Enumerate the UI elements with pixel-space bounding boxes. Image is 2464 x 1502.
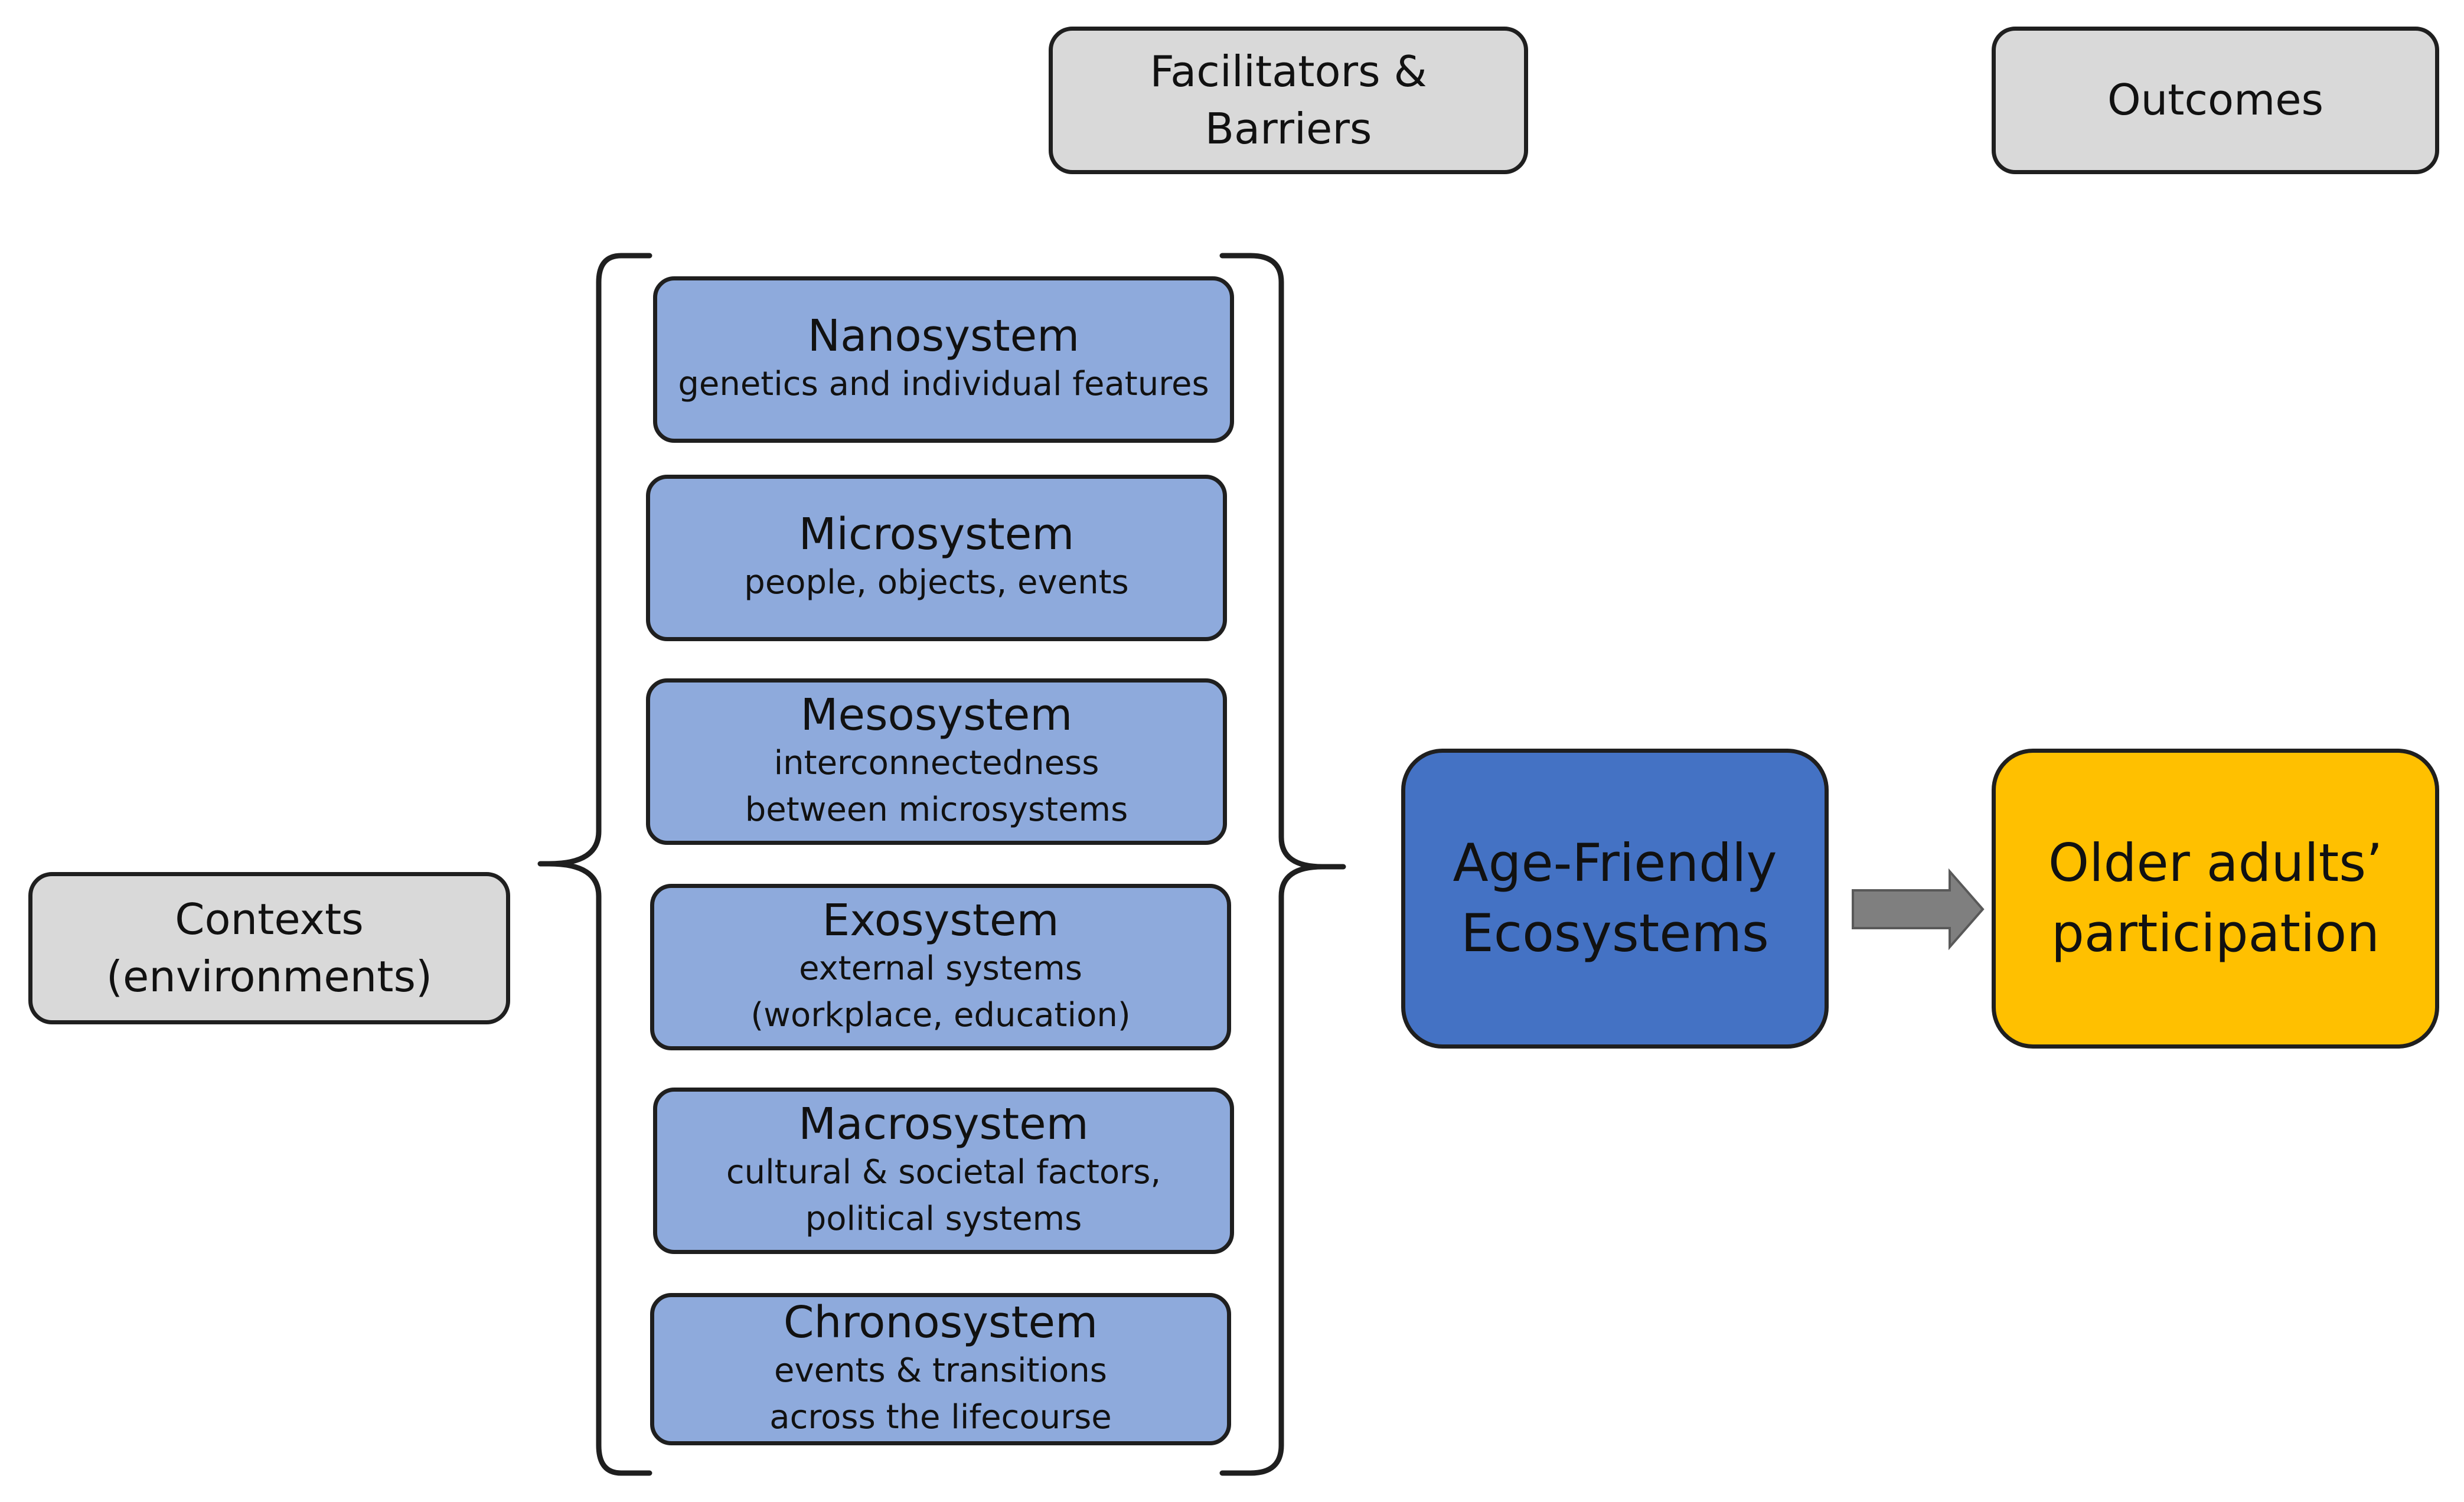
right-curly-brace bbox=[1219, 253, 1346, 1476]
outcome-line2: participation bbox=[2051, 903, 2380, 964]
system-name: Microsystem bbox=[798, 509, 1075, 560]
system-description-line2: across the lifecourse bbox=[769, 1397, 1112, 1436]
hub-line2: Ecosystems bbox=[1461, 903, 1769, 964]
outcome-line1: Older adults’ bbox=[2048, 832, 2383, 894]
system-box-exosystem: Exosystem external systems (workplace, e… bbox=[650, 884, 1231, 1050]
system-box-nanosystem: Nanosystem genetics and individual featu… bbox=[653, 276, 1234, 443]
system-description: cultural & societal factors, bbox=[726, 1153, 1161, 1192]
hub-line1: Age-Friendly bbox=[1453, 832, 1777, 894]
outcomes-header: Outcomes bbox=[1992, 27, 2439, 174]
outcomes-header-label: Outcomes bbox=[2107, 75, 2324, 125]
right-arrow-icon bbox=[1852, 868, 1985, 951]
facilitators-header-line2: Barriers bbox=[1205, 104, 1372, 154]
age-friendly-ecosystems-box: Age-Friendly Ecosystems bbox=[1401, 749, 1829, 1049]
facilitators-barriers-header: Facilitators & Barriers bbox=[1049, 27, 1528, 174]
system-description: events & transitions bbox=[774, 1351, 1107, 1390]
left-curly-brace bbox=[537, 253, 652, 1476]
system-name: Chronosystem bbox=[783, 1297, 1098, 1348]
system-box-microsystem: Microsystem people, objects, events bbox=[646, 475, 1227, 641]
system-description-line2: political systems bbox=[805, 1199, 1082, 1238]
system-description-line2: (workplace, education) bbox=[750, 995, 1131, 1034]
system-box-chronosystem: Chronosystem events & transitions across… bbox=[650, 1293, 1231, 1445]
contexts-line2: (environments) bbox=[106, 952, 433, 1001]
system-description: external systems bbox=[799, 949, 1082, 988]
system-name: Macrosystem bbox=[798, 1099, 1089, 1150]
contexts-box: Contexts (environments) bbox=[28, 872, 510, 1024]
system-box-macrosystem: Macrosystem cultural & societal factors,… bbox=[653, 1088, 1234, 1254]
facilitators-header-line1: Facilitators & bbox=[1150, 46, 1427, 96]
system-description: interconnectedness bbox=[774, 744, 1099, 783]
system-box-mesosystem: Mesosystem interconnectedness between mi… bbox=[646, 678, 1227, 845]
system-name: Exosystem bbox=[822, 895, 1059, 946]
system-description: genetics and individual features bbox=[678, 365, 1209, 404]
system-description-line2: between microsystems bbox=[745, 790, 1128, 829]
system-name: Mesosystem bbox=[800, 690, 1073, 741]
older-adults-participation-box: Older adults’ participation bbox=[1992, 749, 2439, 1049]
contexts-line1: Contexts bbox=[175, 894, 364, 944]
system-description: people, objects, events bbox=[744, 563, 1129, 602]
system-name: Nanosystem bbox=[807, 311, 1080, 362]
